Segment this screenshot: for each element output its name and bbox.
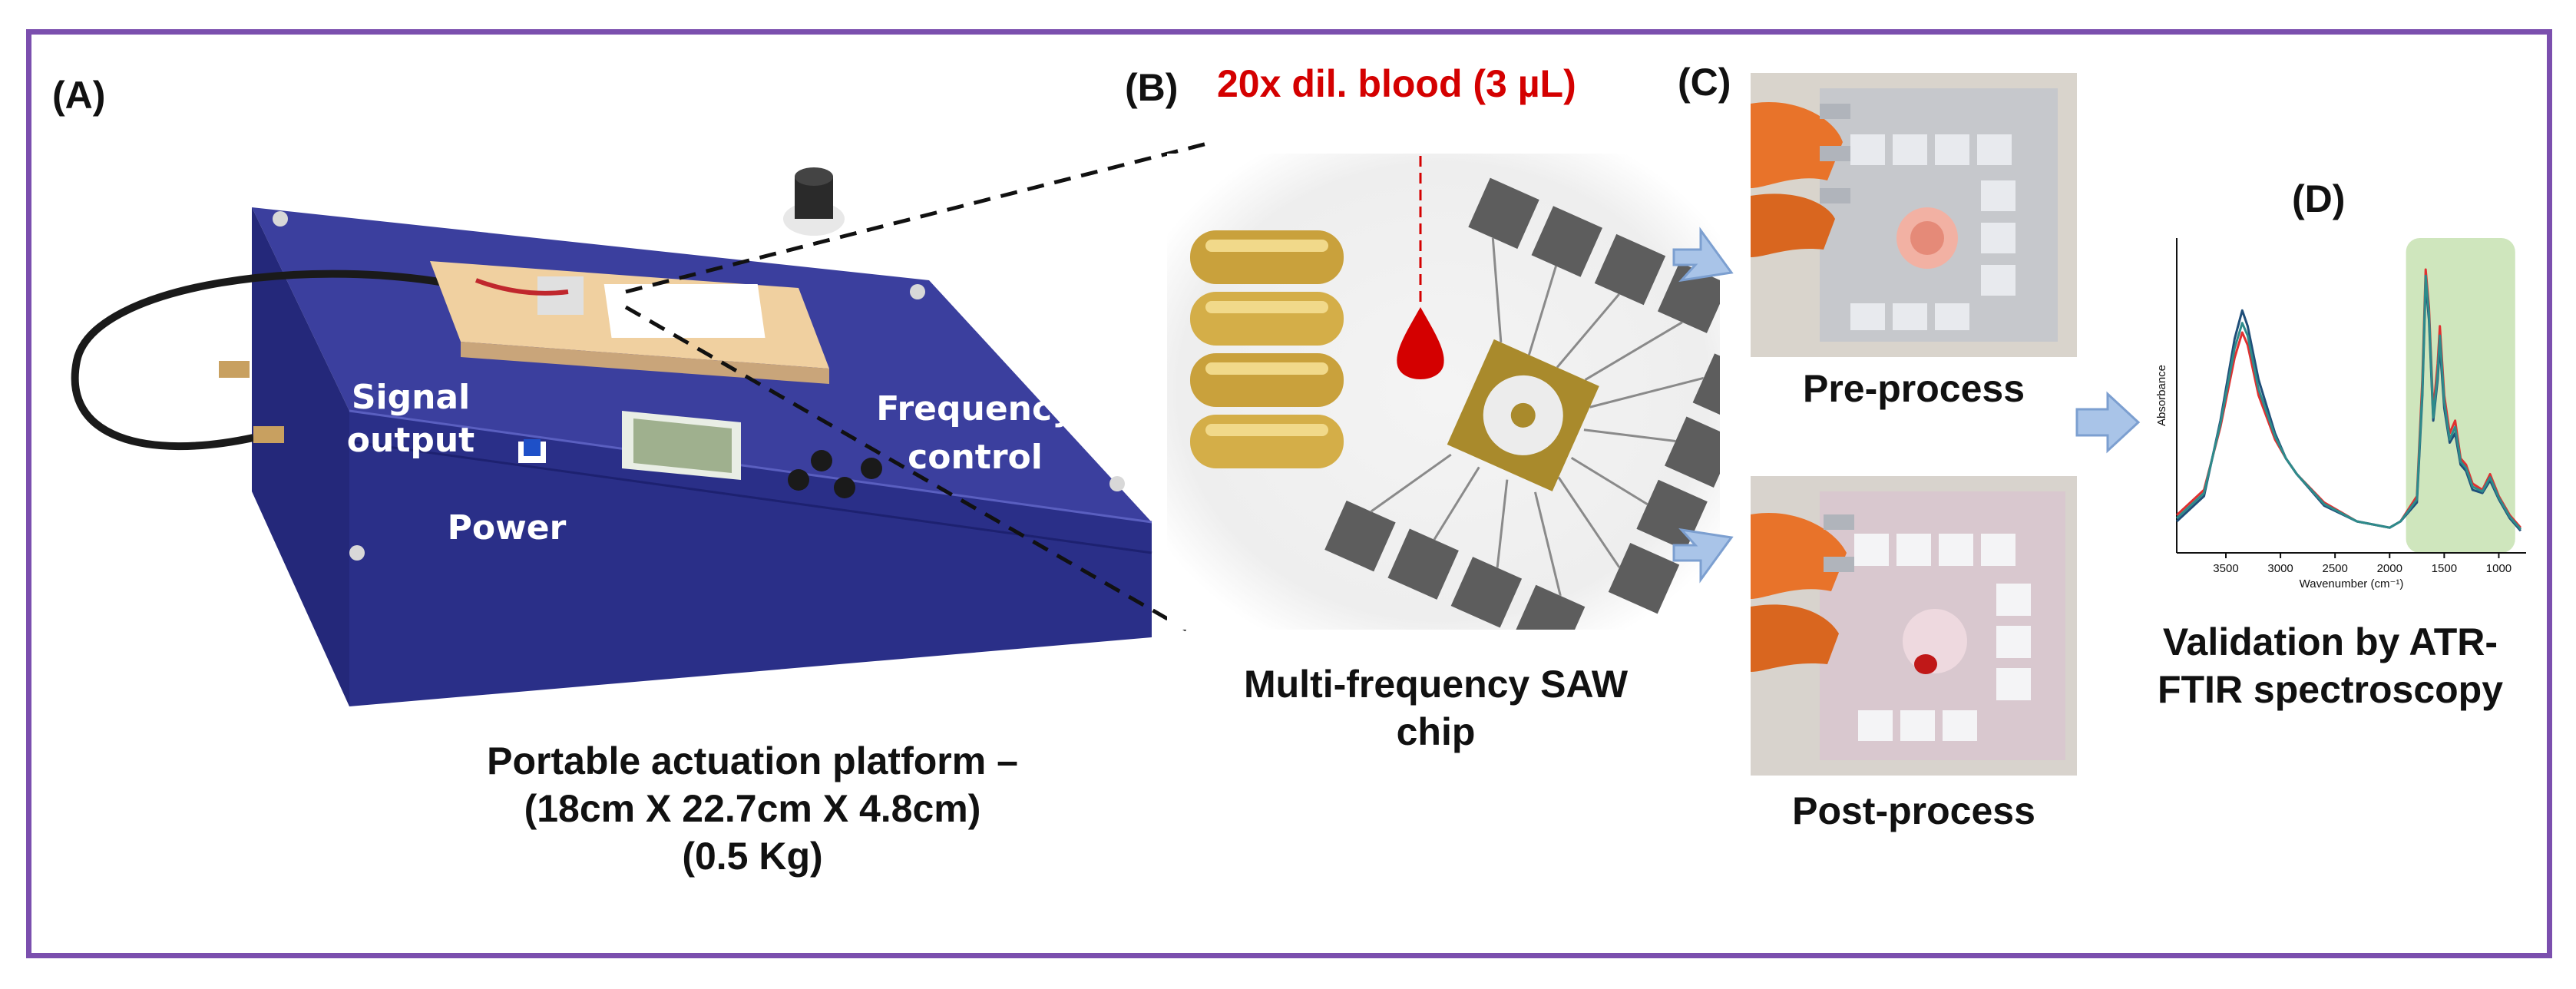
- arrow-to-validation: [2075, 391, 2141, 454]
- panel-d-label: (D): [2292, 177, 2346, 220]
- panel-b-label: (B): [1125, 66, 1179, 109]
- panel-b-caption-line1: Multi-frequency SAW: [1243, 663, 1629, 706]
- panel-b-caption-line2: chip: [1396, 710, 1476, 753]
- blood-sample-label: 20x dil. blood (3 µL): [1217, 62, 1576, 105]
- frequency-control-label-line1: Frequency: [876, 389, 1074, 428]
- y-axis-label: Absorbance: [2155, 365, 2168, 426]
- x-tick-label: 1500: [2432, 562, 2457, 575]
- spectrum-line-3: [2175, 274, 2522, 531]
- x-tick-label: 3500: [2213, 562, 2238, 575]
- post-process-photo: [1751, 476, 2077, 776]
- arrow-to-pre-process: [1672, 227, 1734, 283]
- x-tick-label: 2000: [2377, 562, 2402, 575]
- x-axis-label: Wavenumber (cm⁻¹): [2300, 577, 2404, 590]
- x-tick-label: 1000: [2486, 562, 2512, 575]
- signal-output-label: Signal output: [346, 378, 475, 460]
- panel-c-label: (C): [1678, 61, 1731, 104]
- saw-chip-image: [1167, 154, 1720, 630]
- panel-d-caption-line1: Validation by ATR-: [2162, 620, 2498, 663]
- panel-a-caption-line3: (0.5 Kg): [682, 835, 823, 878]
- pre-process-photo: [1751, 73, 2077, 357]
- panel-a-caption-line1: Portable actuation platform –: [487, 739, 1018, 782]
- power-label: Power: [447, 508, 567, 547]
- panel-a-label: (A): [52, 74, 106, 117]
- post-process-caption: Post-process: [1792, 789, 2035, 832]
- x-tick-label: 3000: [2267, 562, 2293, 575]
- frequency-control-label-line2: control: [908, 438, 1043, 477]
- x-tick-label: 2500: [2322, 562, 2347, 575]
- amplitude-label: Amplitude: [585, 190, 782, 229]
- highlight-region: [2406, 238, 2515, 553]
- panel-a-caption-line2: (18cm X 22.7cm X 4.8cm): [524, 787, 981, 830]
- arrow-to-post-process: [1672, 528, 1734, 584]
- pre-process-caption: Pre-process: [1802, 367, 2025, 410]
- portable-platform-device: [71, 167, 1152, 706]
- panel-d-caption-line2: FTIR spectroscopy: [2157, 668, 2504, 711]
